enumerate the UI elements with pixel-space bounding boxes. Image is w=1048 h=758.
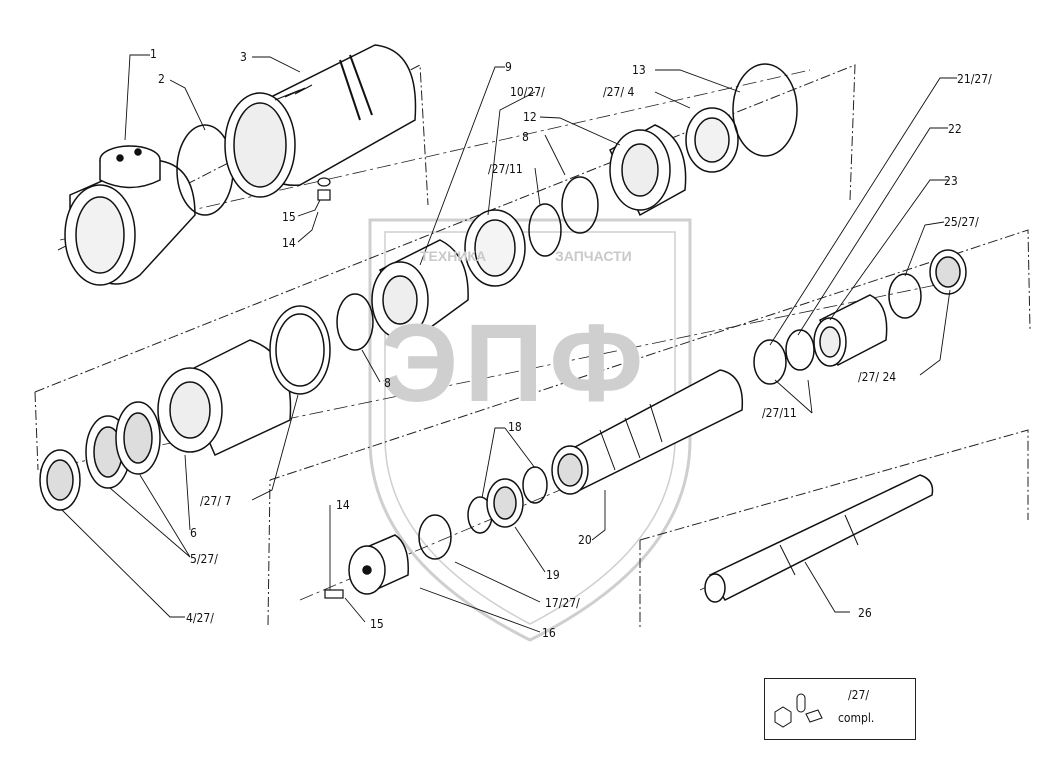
label-part-8-middle: 8 — [384, 376, 391, 390]
part-3-barrel — [224, 44, 417, 198]
label-part-15-top: 15 — [282, 210, 296, 224]
label-part-2: 2 — [158, 72, 165, 86]
label-part-16: 16 — [542, 626, 556, 640]
label-part-26: 26 — [858, 606, 872, 620]
part-22-ring — [785, 329, 815, 371]
label-part-17: 17/27/ — [545, 596, 580, 610]
part-7-ring — [269, 305, 331, 395]
part-4-ring-bottom — [39, 449, 81, 511]
label-part-7: /27/ 7 — [200, 494, 232, 508]
part-1-housing — [64, 145, 196, 286]
part-23-nut — [813, 294, 888, 367]
label-part-4-bottom: 4/27/ — [186, 611, 214, 625]
label-part-11-top: /27/11 — [488, 162, 523, 176]
leader-lines — [61, 54, 957, 633]
kit-box — [764, 678, 916, 740]
label-part-22: 22 — [948, 122, 962, 136]
label-part-13: 13 — [632, 63, 646, 77]
label-part-15-bottom: 15 — [370, 617, 384, 631]
label-part-25: 25/27/ — [944, 215, 979, 229]
part-9-guide — [371, 239, 469, 339]
part-10-ring — [464, 209, 526, 287]
part-13-snap-ring — [732, 63, 798, 157]
label-part-4-top: /27/ 4 — [603, 85, 635, 99]
part-8-ring — [561, 176, 599, 234]
part-14-15-fitting — [317, 177, 331, 201]
label-part-5: 5/27/ — [190, 552, 218, 566]
part-12-bushing — [609, 124, 687, 217]
part-5-seals — [85, 401, 161, 489]
kit-parts-icons — [774, 693, 823, 728]
watermark-shield — [368, 218, 692, 642]
part-8-ring-middle — [336, 293, 374, 351]
label-part-6: 6 — [190, 526, 197, 540]
part-11-ring — [528, 203, 562, 257]
label-part-11-bottom: /27/11 — [762, 406, 797, 420]
label-part-14-top: 14 — [282, 236, 296, 250]
watermark-text-1: ТЕХНИКА — [420, 248, 487, 264]
part-6-piston — [157, 339, 292, 457]
part-16-end-cap — [348, 534, 409, 595]
label-part-3: 3 — [240, 50, 247, 64]
watermark-text-2: ЗАПЧАСТИ — [555, 248, 632, 264]
part-25-ring — [888, 273, 922, 319]
label-part-23: 23 — [944, 174, 958, 188]
part-21-ring — [753, 339, 787, 385]
part-4-ring-top — [685, 107, 739, 173]
part-26-shaft — [704, 474, 934, 603]
label-part-20: 20 — [578, 533, 592, 547]
part-19-bushing — [486, 478, 524, 528]
part-17-ring — [418, 514, 452, 560]
part-14-bolt — [324, 589, 344, 599]
label-part-14-bottom: 14 — [336, 498, 350, 512]
label-part-9: 9 — [505, 60, 512, 74]
part-24-ring — [929, 249, 967, 295]
label-part-12: 12 — [523, 110, 537, 124]
label-part-21: 21/27/ — [957, 72, 992, 86]
watermark-logo: ЭПФ — [380, 302, 650, 425]
label-part-18: 18 — [508, 420, 522, 434]
label-part-24: /27/ 24 — [858, 370, 897, 384]
label-part-19: 19 — [546, 568, 560, 582]
label-part-1: 1 — [150, 47, 157, 61]
label-part-8-top: 8 — [522, 130, 529, 144]
label-part-10: 10/27/ — [510, 85, 545, 99]
kit-label: /27/ — [848, 688, 870, 702]
part-20-rod-tube — [551, 369, 744, 495]
kit-compl-label: compl. — [838, 711, 875, 725]
